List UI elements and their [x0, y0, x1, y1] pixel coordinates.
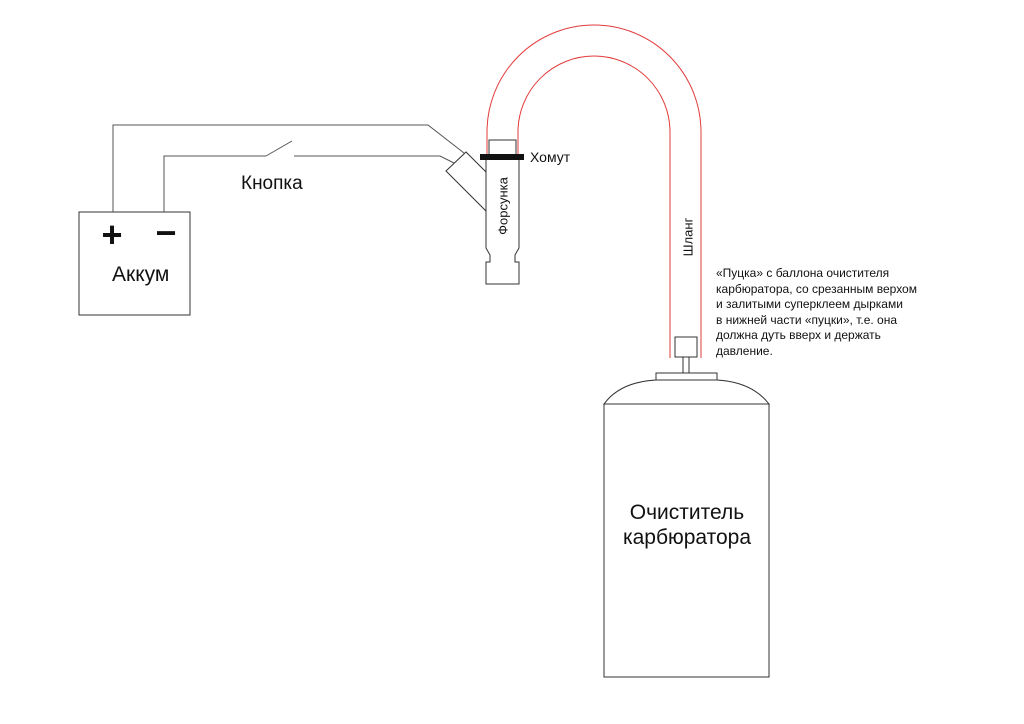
battery-plus-sign: + — [101, 214, 122, 255]
wire-negative-injector-side — [294, 155, 457, 165]
button-label: Кнопка — [241, 173, 303, 194]
can-shoulder — [603, 379, 771, 405]
hose-clamp — [480, 154, 524, 160]
spray-nozzle — [674, 336, 698, 358]
nozzle-stem — [682, 356, 690, 374]
can-body — [603, 403, 770, 678]
battery-body — [78, 211, 191, 316]
note-line: «Пуцка» с баллона очистителя — [716, 266, 890, 280]
wire-positive — [112, 124, 465, 212]
nozzle-note: «Пуцка» с баллона очистителя карбюратора… — [716, 266, 976, 359]
note-line: карбюратора, со срезанным верхом — [716, 281, 917, 296]
note-line: в нижней части «пуцки», т.е. она — [716, 312, 898, 327]
battery-label: Аккум — [112, 263, 170, 286]
can-label-line: Очиститель — [629, 501, 745, 524]
button-switch-lever — [265, 140, 293, 157]
note-line: давление. — [716, 343, 773, 358]
note-line: должна дуть вверх и держать — [716, 328, 881, 342]
hose-inner — [517, 55, 671, 358]
can-label-line: карбюратора — [622, 526, 752, 549]
hose-outer — [486, 24, 702, 358]
wire-negative-battery-side — [163, 155, 266, 212]
injector-label: Форсунка — [495, 177, 511, 235]
clamp-label: Хомут — [530, 149, 571, 165]
can-valve-cap — [655, 372, 718, 381]
battery-minus-sign: − — [155, 212, 176, 253]
can-label: Очиститель карбюратора — [604, 500, 770, 550]
note-line: и залитыми суперклеем дырками — [716, 297, 903, 311]
hose-label: Шланг — [680, 217, 696, 257]
